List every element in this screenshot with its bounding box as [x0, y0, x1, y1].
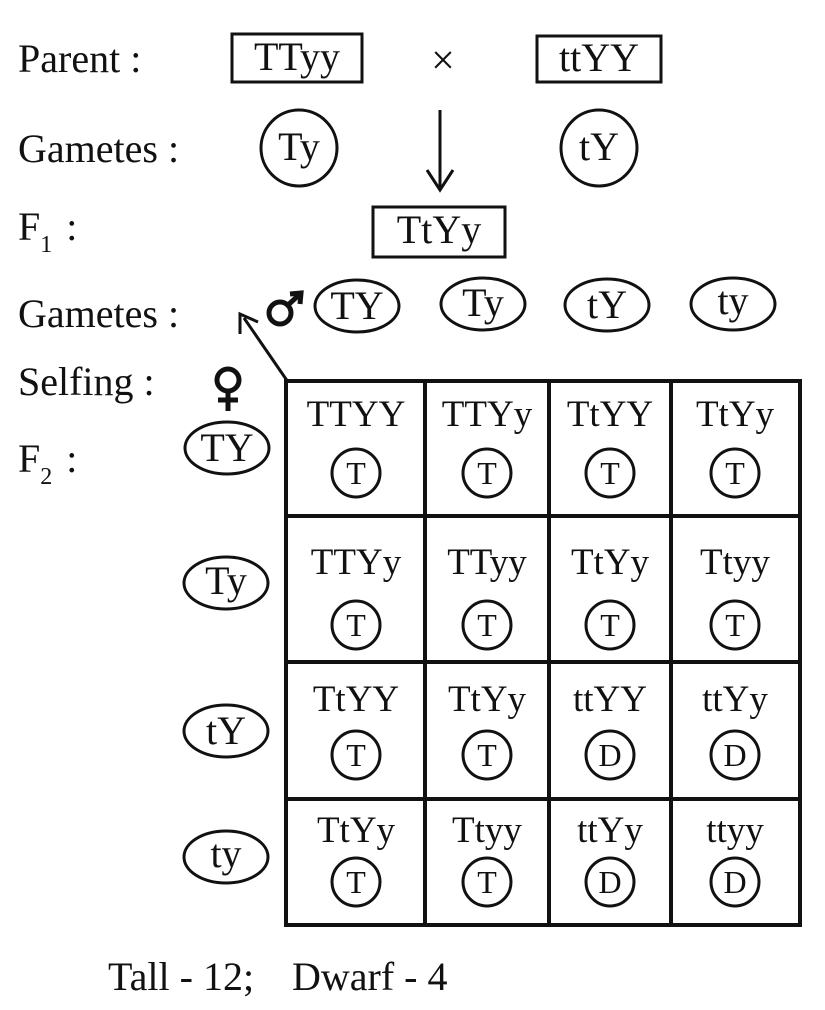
phenotype-circle: [330, 729, 382, 781]
cell-genotype: TTyy: [447, 542, 527, 583]
female-gamete: TY: [200, 425, 253, 470]
parent-box-2: [535, 34, 663, 84]
cell-genotype: Ttyy: [700, 542, 770, 583]
parent-gamete-circle-2: [559, 108, 639, 188]
dwarf-count: Dwarf - 4: [292, 954, 448, 999]
punnett-square: TTYYTTTYyTTtYYTTtYyTTTYyTTTyyTTtYyTTtyyT…: [284, 379, 802, 927]
parent-gamete-1: Ty: [278, 124, 320, 169]
cell-genotype: TTYY: [307, 394, 406, 435]
cell-genotype: TtYY: [567, 394, 653, 435]
cell-phenotype: D: [598, 737, 621, 773]
cell-genotype: TtYy: [448, 679, 527, 720]
cell-phenotype: T: [346, 864, 366, 900]
cell-phenotype: T: [600, 607, 620, 643]
cell-phenotype: T: [477, 864, 497, 900]
cell-phenotype: T: [600, 455, 620, 491]
male-gamete: TY: [330, 283, 383, 328]
f1-subscript: 1: [40, 232, 52, 258]
f1-genotype: TtYy: [397, 207, 481, 252]
cell-genotype: ttYy: [702, 679, 768, 720]
selfing-label: Selfing :: [18, 359, 155, 404]
phenotype-circle: [709, 729, 761, 781]
cell-phenotype: T: [346, 737, 366, 773]
f1-label: F1:: [18, 204, 77, 258]
phenotype-circle: [330, 447, 382, 499]
cell-phenotype: T: [346, 607, 366, 643]
cell-phenotype: T: [725, 455, 745, 491]
gametes-label-1: Gametes :: [18, 126, 179, 171]
parent-genotype-1: TTyy: [254, 34, 340, 79]
cell-genotype: TTYy: [311, 542, 402, 583]
cell-genotype: TtYy: [696, 394, 775, 435]
f2-subscript: 2: [40, 464, 52, 490]
parent-gamete-circle-1: [259, 108, 339, 188]
female-gamete: tY: [206, 708, 246, 753]
phenotype-circle: [584, 599, 636, 651]
phenotype-circle: [584, 447, 636, 499]
phenotype-circle: [461, 447, 513, 499]
phenotype-circle: [584, 729, 636, 781]
male-gamete-oval: [689, 276, 777, 332]
f2-letter: F: [18, 436, 40, 481]
cell-genotype: TTYy: [442, 394, 533, 435]
selfing-arrow-icon: [238, 311, 290, 383]
parent-gamete-2: tY: [579, 124, 619, 169]
parent-label: Parent :: [18, 36, 141, 81]
cell-genotype: TtYy: [571, 542, 650, 583]
f1-box: [371, 205, 507, 259]
phenotype-circle: [461, 729, 513, 781]
cell-genotype: TtYy: [317, 810, 396, 851]
f1-colon: :: [66, 204, 77, 249]
cell-phenotype: T: [477, 737, 497, 773]
female-gametes-column: TY Ty tY ty: [182, 420, 271, 885]
cell-genotype: ttyy: [706, 810, 764, 851]
cell-phenotype: T: [346, 455, 366, 491]
punnett-border: [284, 379, 802, 927]
phenotype-circle: [709, 447, 761, 499]
f2-label: F2:: [18, 436, 77, 490]
cell-phenotype: T: [725, 607, 745, 643]
phenotype-circle: [461, 599, 513, 651]
phenotype-circle: [709, 856, 761, 908]
female-gamete-oval: [182, 829, 270, 885]
male-symbol-icon: [266, 290, 304, 327]
female-gamete-oval: [183, 420, 271, 476]
f1-letter: F: [18, 204, 40, 249]
male-gamete: Ty: [462, 280, 504, 325]
cell-phenotype: T: [477, 607, 497, 643]
female-gamete-oval: [182, 703, 270, 759]
phenotype-circle: [584, 856, 636, 908]
male-gamete-oval: [439, 276, 527, 332]
female-gamete-oval: [182, 555, 270, 611]
male-gametes-row: TY Ty tY ty: [313, 276, 777, 334]
parent-genotype-2: ttYY: [559, 35, 639, 80]
cell-phenotype: T: [477, 455, 497, 491]
cell-genotype: TtYY: [313, 679, 399, 720]
phenotype-circle: [461, 856, 513, 908]
cell-phenotype: D: [598, 864, 621, 900]
male-gamete: tY: [587, 282, 627, 327]
cell-genotype: ttYY: [573, 679, 647, 720]
phenotype-circle: [709, 599, 761, 651]
female-gamete: Ty: [205, 558, 247, 603]
male-gamete: ty: [717, 278, 748, 323]
male-gamete-oval: [313, 278, 401, 334]
tall-count: Tall - 12;: [108, 954, 254, 999]
parent-box-1: [230, 32, 364, 84]
cross-symbol: ×: [431, 38, 455, 84]
female-symbol-icon: [214, 366, 242, 411]
cell-phenotype: D: [723, 737, 746, 773]
phenotype-circle: [330, 856, 382, 908]
cell-genotype: ttYy: [577, 810, 643, 851]
cell-phenotype: D: [723, 864, 746, 900]
cell-genotype: Ttyy: [452, 810, 522, 851]
phenotype-circle: [330, 599, 382, 651]
gametes-label-2: Gametes :: [18, 291, 179, 336]
f2-colon: :: [66, 436, 77, 481]
down-arrow-icon: [425, 110, 455, 193]
female-gamete: ty: [210, 831, 241, 876]
male-gamete-oval: [563, 277, 651, 333]
